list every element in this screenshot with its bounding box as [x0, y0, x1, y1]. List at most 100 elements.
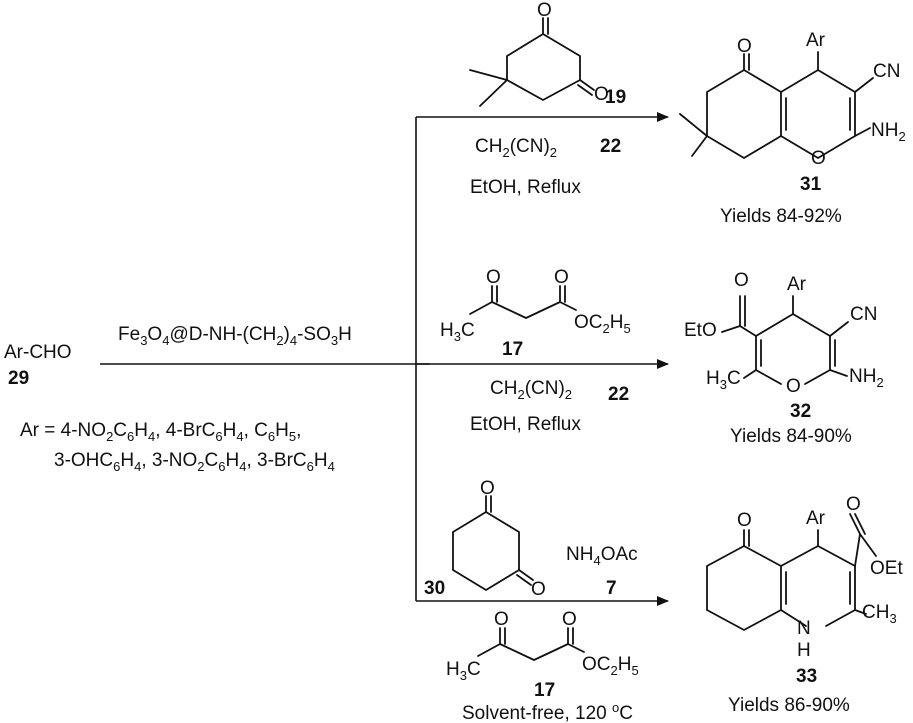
- formula-text: @D-NH-(CH: [169, 324, 276, 345]
- product-31-structure: O Ar CN O NH2: [679, 30, 906, 169]
- reagent-number-19: 19: [605, 87, 626, 108]
- formula-text: (CN): [510, 136, 550, 157]
- formula-text: (CN): [525, 378, 565, 399]
- reagent-number-7: 7: [606, 578, 617, 599]
- yield-32: Yields 84-90%: [730, 426, 852, 447]
- formula-subscript: 4: [239, 459, 246, 474]
- formula-subscript: 4: [290, 333, 297, 348]
- malononitrile-label-2: CH2(CN)2: [490, 378, 572, 402]
- formula-text: Fe: [118, 324, 140, 345]
- reagent-number-30: 30: [424, 578, 445, 599]
- formula-text: C: [113, 420, 127, 441]
- cyclohexanedione-structure: O O: [452, 478, 546, 600]
- atom-O: O: [562, 609, 577, 630]
- formula-text: H: [223, 420, 237, 441]
- formula-subscript: 2: [550, 145, 557, 160]
- atom-O: O: [480, 478, 495, 499]
- atom-O: O: [594, 84, 609, 105]
- atom-Ar: Ar: [806, 30, 826, 51]
- formula-text: NH: [871, 120, 898, 141]
- formula-subscript: 2: [517, 387, 524, 402]
- atom-O: O: [537, 0, 552, 21]
- formula-subscript: 4: [593, 553, 600, 568]
- formula-subscript: 3: [889, 611, 896, 626]
- ketoester-methyl-2: H3C: [446, 659, 481, 683]
- formula-text: H: [440, 320, 454, 341]
- formula-text: C: [205, 450, 219, 471]
- formula-subscript: 6: [113, 459, 120, 474]
- formula-subscript: 5: [631, 663, 638, 678]
- atom-NH-hydrogen: H: [797, 640, 811, 661]
- conditions-route-1: EtOH, Reflux: [470, 177, 581, 198]
- formula-subscript: 2: [898, 129, 905, 144]
- product-number-32: 32: [790, 401, 811, 422]
- formula-text: H: [314, 450, 328, 471]
- atom-O: O: [811, 148, 826, 169]
- ketoester-methyl-1: H3C: [440, 320, 475, 344]
- formula-subscript: 6: [307, 459, 314, 474]
- formula-subscript: 4: [134, 459, 141, 474]
- atom-O: O: [486, 267, 501, 288]
- formula-subscript: 6: [127, 429, 134, 444]
- reagent-number-22b: 22: [608, 384, 629, 405]
- formula-text: CH: [490, 378, 517, 399]
- atom-NH2: NH2: [871, 120, 906, 144]
- formula-subscript: 3: [140, 333, 147, 348]
- formula-subscript: 6: [268, 429, 275, 444]
- formula-subscript: 3: [454, 329, 461, 344]
- reagent-number-22a: 22: [600, 136, 621, 157]
- atom-EtO: EtO: [684, 320, 717, 341]
- atom-O: O: [737, 36, 752, 57]
- dimedone-structure: O O: [469, 0, 609, 107]
- formula-subscript: 2: [603, 321, 610, 336]
- formula-text: CH: [862, 602, 889, 623]
- atom-NH2: NH2: [849, 366, 884, 390]
- formula-subscript: 2: [565, 387, 572, 402]
- aryl-definition-line1: Ar = 4-NO2C6H4, 4-BrC6H4, C6H5,: [20, 420, 301, 444]
- formula-text: H: [446, 659, 460, 680]
- atom-O: O: [737, 510, 752, 531]
- formula-text: C: [467, 659, 481, 680]
- formula-subscript: 2: [611, 663, 618, 678]
- formula-subscript: 3: [720, 377, 727, 392]
- malononitrile-label-1: CH2(CN)2: [475, 136, 557, 160]
- formula-text: H: [618, 654, 632, 675]
- ammonium-acetate-label: NH4OAc: [566, 544, 638, 568]
- yield-33: Yields 86-90%: [728, 695, 850, 716]
- product-33-structure: O Ar O OEt N H CH3: [706, 494, 903, 661]
- formula-text: H: [610, 312, 624, 333]
- reagent-number-17b: 17: [534, 680, 555, 701]
- formula-text: OC: [574, 312, 603, 333]
- formula-text: ,: [296, 420, 301, 441]
- formula-text: C: [461, 320, 475, 341]
- formula-subscript: 4: [148, 429, 155, 444]
- formula-subscript: 4: [236, 429, 243, 444]
- formula-text: H: [338, 324, 352, 345]
- atom-O: O: [786, 376, 801, 397]
- product-number-31: 31: [800, 174, 822, 195]
- formula-subscript: 6: [215, 429, 222, 444]
- formula-text: , C: [244, 420, 268, 441]
- formula-text: OC: [582, 654, 611, 675]
- product-number-33: 33: [796, 666, 817, 687]
- formula-subscript: 2: [197, 459, 204, 474]
- formula-text: NH: [849, 366, 876, 387]
- formula-subscript: 2: [106, 429, 113, 444]
- formula-subscript: 5: [623, 321, 630, 336]
- formula-subscript: 3: [331, 333, 338, 348]
- formula-subscript: 6: [218, 459, 225, 474]
- formula-text: , 3-NO: [141, 450, 197, 471]
- conditions-route-2: EtOH, Reflux: [470, 414, 581, 435]
- ketoester-ethoxy-1: OC2H5: [574, 312, 631, 336]
- formula-subscript: 3: [460, 668, 467, 683]
- atom-O: O: [734, 270, 749, 291]
- conditions-route-3: Solvent-free, 120 oC: [462, 700, 633, 723]
- formula-text: 3-OHC: [54, 450, 113, 471]
- atom-CN: CN: [850, 304, 877, 325]
- atom-O: O: [494, 609, 509, 630]
- formula-text: ): [284, 324, 290, 345]
- formula-subscript: 2: [502, 145, 509, 160]
- formula-subscript: 2: [876, 375, 883, 390]
- formula-text: H: [225, 450, 239, 471]
- formula-subscript: 5: [289, 429, 296, 444]
